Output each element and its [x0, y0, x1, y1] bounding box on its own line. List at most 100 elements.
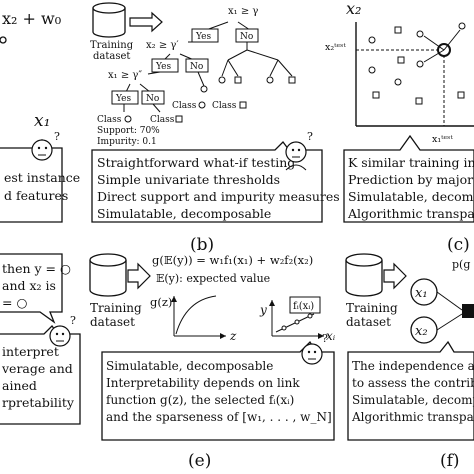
database-icon	[89, 253, 127, 297]
yes-box	[111, 90, 139, 105]
class-square-marker	[175, 115, 183, 123]
data-square	[457, 91, 465, 99]
no-box	[185, 58, 209, 73]
bubble-line-1: Straightforward what-if testing	[97, 155, 295, 170]
thinking-person-icon: ?	[285, 130, 313, 171]
rule-line-1: then y = ○	[2, 261, 71, 276]
db-label-training: Training	[346, 301, 398, 315]
caption-e: (e)	[188, 451, 211, 471]
yes-label: Yes	[155, 62, 171, 72]
bubble-line-3: function g(z), the selected fᵢ(xᵢ)	[106, 393, 294, 407]
thinking-person-icon: ?	[31, 130, 60, 161]
no-label: No	[240, 32, 253, 42]
caption-b: (b)	[190, 235, 214, 255]
data-circle	[416, 30, 424, 38]
bubble-line-2: d features	[4, 188, 68, 203]
y-label: y	[259, 303, 267, 317]
bubble-line-1: Simulatable, decomposable	[106, 359, 273, 373]
bubble-line-4: Algorithmic transpare	[351, 410, 474, 424]
thinking-person-icon: ?	[49, 314, 76, 347]
db-label-training: Training	[90, 301, 142, 315]
yes-label: Yes	[115, 94, 131, 104]
data-circle	[394, 78, 402, 86]
data-square	[397, 56, 405, 64]
bubble-line-3: Direct support and impurity measures	[97, 189, 340, 204]
class-label: Class	[150, 115, 175, 125]
bubble-line-1: est instance	[4, 170, 80, 185]
bubble-line-4: rpretability	[2, 395, 75, 410]
svg-text:?: ?	[54, 130, 60, 143]
expected-value-desc: 𝔼(y): expected value	[156, 272, 270, 285]
database-icon	[92, 2, 126, 38]
panel-e: Training dataset g(𝔼(y)) = w₁f₁(x₁) + w₂…	[89, 253, 336, 471]
bubble-line-1: The independence ass	[352, 359, 474, 373]
data-circle	[458, 22, 466, 30]
x2-test-label: x₂ᵗᵉˢᵗ	[325, 42, 346, 53]
node-x2-label: x₂	[415, 324, 428, 339]
data-circle	[368, 66, 376, 74]
class-circle-marker	[0, 36, 7, 44]
root-condition: x₁ ≥ γ	[228, 6, 258, 17]
speech-bubble	[343, 134, 474, 223]
panel-f: Training dataset p(g x₁ x₂ The independe…	[345, 253, 474, 471]
data-circle	[368, 36, 376, 44]
support-label: Support: 70%	[97, 126, 160, 136]
class-label: Class	[212, 101, 237, 111]
db-label-training: Training	[90, 40, 134, 51]
bubble-line-4: Simulatable, decomposable	[97, 206, 271, 221]
class-square-marker	[288, 76, 296, 84]
fi-box	[289, 296, 321, 314]
panel-a: x₂ + w₀ x₁ est instance d features ?	[0, 9, 80, 223]
bubble-line-3: ained	[2, 378, 37, 393]
bubble-line-3: Simulatable, decompos	[348, 189, 474, 204]
db-label-dataset: dataset	[346, 315, 391, 329]
bubble-line-4: Algorithmic transparen	[347, 206, 474, 221]
data-square	[394, 26, 402, 34]
node-x1-label: x₁	[415, 286, 428, 301]
left-condition: x₂ ≥ γ′	[146, 40, 179, 51]
bubble-line-4: and the sparseness of [w₁, . . . , w_N]	[106, 410, 332, 424]
class-circle-marker	[124, 115, 132, 123]
xi-label: xᵢ	[326, 329, 336, 343]
svg-text:?: ?	[70, 314, 76, 327]
caption-c: (c)	[447, 235, 470, 255]
thinking-person-icon: ?	[301, 332, 328, 365]
output-node	[462, 304, 474, 318]
db-label-dataset: dataset	[90, 315, 135, 329]
caption-f: (f)	[440, 451, 460, 471]
fi-label: fᵢ(xᵢ)	[293, 301, 314, 312]
axis-x1-label: x₁	[34, 111, 50, 131]
svg-text:?: ?	[307, 130, 313, 143]
bubble-line-1: K similar training inst	[348, 155, 474, 170]
speech-bubble	[101, 340, 335, 441]
panel-c: x₂ x₂ᵗᵉˢᵗ x₁ᵗᵉˢᵗ K similar training inst…	[325, 0, 474, 255]
impurity-label: Impurity: 0.1	[97, 137, 157, 147]
data-circle	[416, 60, 424, 68]
z-label: z	[229, 329, 237, 343]
no-label: No	[146, 94, 159, 104]
left-left-condition: x₁ ≥ γ″	[108, 70, 142, 81]
bubble-line-1: interpret	[2, 344, 59, 359]
no-label: No	[190, 62, 203, 72]
bubble-line-2: verage and	[1, 361, 73, 376]
data-square	[415, 97, 423, 105]
class-circle-marker	[218, 76, 226, 84]
speech-bubble	[347, 340, 474, 441]
panel-b: Training dataset x₁ ≥ γ Yes No x₂ ≥ γ′ Y…	[90, 2, 340, 255]
axis-x2-label: x₂	[346, 0, 361, 18]
rule-line-3: = ○	[2, 295, 27, 310]
bubble-line-2: Prediction by majority	[348, 172, 474, 187]
rule-line-2: and x₂ is	[2, 278, 56, 293]
db-label-dataset: dataset	[93, 51, 130, 62]
database-icon	[345, 253, 383, 297]
panel-d: then y = ○ and x₂ is = ○ interpret verag…	[0, 253, 81, 425]
arrow-icon	[127, 262, 151, 290]
class-square-marker	[239, 101, 247, 109]
bubble-line-3: Simulatable, decompo	[352, 393, 474, 407]
bubble-line-2: Simple univariate thresholds	[97, 172, 280, 187]
rule-box	[0, 253, 63, 324]
gam-equation: g(𝔼(y)) = w₁f₁(x₁) + w₂f₂(x₂)	[152, 253, 313, 267]
arrow-icon	[383, 262, 407, 290]
class-label: Class	[97, 115, 122, 125]
